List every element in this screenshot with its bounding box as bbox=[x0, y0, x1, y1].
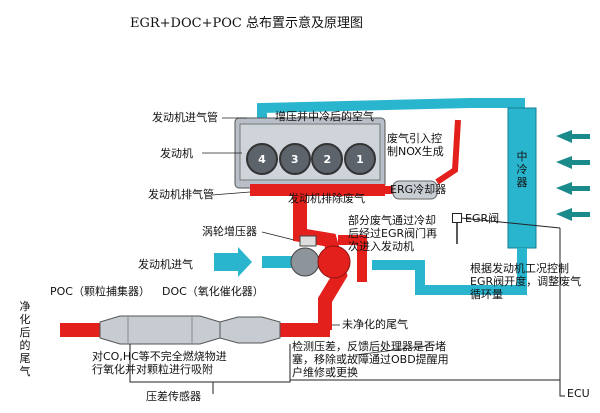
oxidation-note: 对CO,HC等不完全燃烧物进行氧化并对颗粒进行吸附 bbox=[92, 350, 227, 376]
poc-canister bbox=[99, 315, 221, 345]
pressure-sensor-lines bbox=[129, 344, 291, 394]
cylinder-row: 4 3 2 1 bbox=[246, 143, 376, 175]
egr-cooler bbox=[392, 180, 438, 200]
turbocharger bbox=[290, 235, 351, 279]
doc-label: DOC（氧化催化器） bbox=[162, 285, 264, 298]
engine-label: 发动机 bbox=[160, 147, 193, 160]
pointer-lines bbox=[202, 117, 436, 356]
egr-control-label: 根据发动机工况控制EGR阀开度，调整废气循环量 bbox=[470, 262, 582, 301]
egr-valve-label: EGR阀 bbox=[465, 212, 500, 225]
doc-canister bbox=[219, 316, 281, 344]
cylinder-4: 4 bbox=[246, 143, 278, 175]
page-title: EGR+DOC+POC 总布置示意及原理图 bbox=[130, 16, 363, 31]
egr-cooler-label: ERG冷却器 bbox=[390, 183, 447, 196]
egr-valve bbox=[452, 213, 462, 223]
air-pipe bbox=[257, 98, 537, 295]
turbo-label: 涡轮增压器 bbox=[202, 225, 257, 238]
cylinder-1: 1 bbox=[343, 143, 376, 175]
cylinder-number: 1 bbox=[356, 152, 364, 166]
intake-manifold-label: 发动机进气管 bbox=[152, 111, 218, 124]
cylinder-number: 4 bbox=[258, 152, 266, 166]
poc-label: POC（颗粒捕集器） bbox=[50, 285, 150, 298]
egr-intro-label: 废气引入控制NOX生成 bbox=[387, 132, 444, 158]
ecu-label: ECU bbox=[567, 387, 590, 400]
ecu-wires bbox=[290, 217, 565, 397]
cylinder-2: 2 bbox=[311, 143, 344, 175]
pressure-note: 检测压差，反馈后处理器是否堵塞，移除或故障通过OBD提醒用户维修或更换 bbox=[292, 340, 449, 379]
cylinder-number: 3 bbox=[290, 152, 299, 166]
intake-arrow bbox=[214, 247, 252, 277]
exhaust-gas-label: 发动机排除废气 bbox=[288, 192, 365, 205]
purified-tail-label: 净化后的尾气 bbox=[19, 300, 31, 378]
unpurified-label: 未净化的尾气 bbox=[342, 318, 408, 331]
intercooled-air-label: 增压并中冷后的空气 bbox=[275, 110, 374, 123]
cooling-air-arrows bbox=[556, 130, 590, 221]
intercooler-label: 中冷器 bbox=[516, 150, 528, 189]
pressure-sensor-label: 压差传感器 bbox=[146, 390, 201, 403]
cylinder-number: 2 bbox=[323, 152, 332, 166]
intake-label: 发动机进气 bbox=[138, 258, 193, 271]
recirculation-label: 部分废气通过冷却后经过EGR阀门再次进入发动机 bbox=[348, 214, 438, 253]
cylinder-3: 3 bbox=[278, 143, 311, 175]
exhaust-manifold-label: 发动机排气管 bbox=[148, 188, 214, 201]
